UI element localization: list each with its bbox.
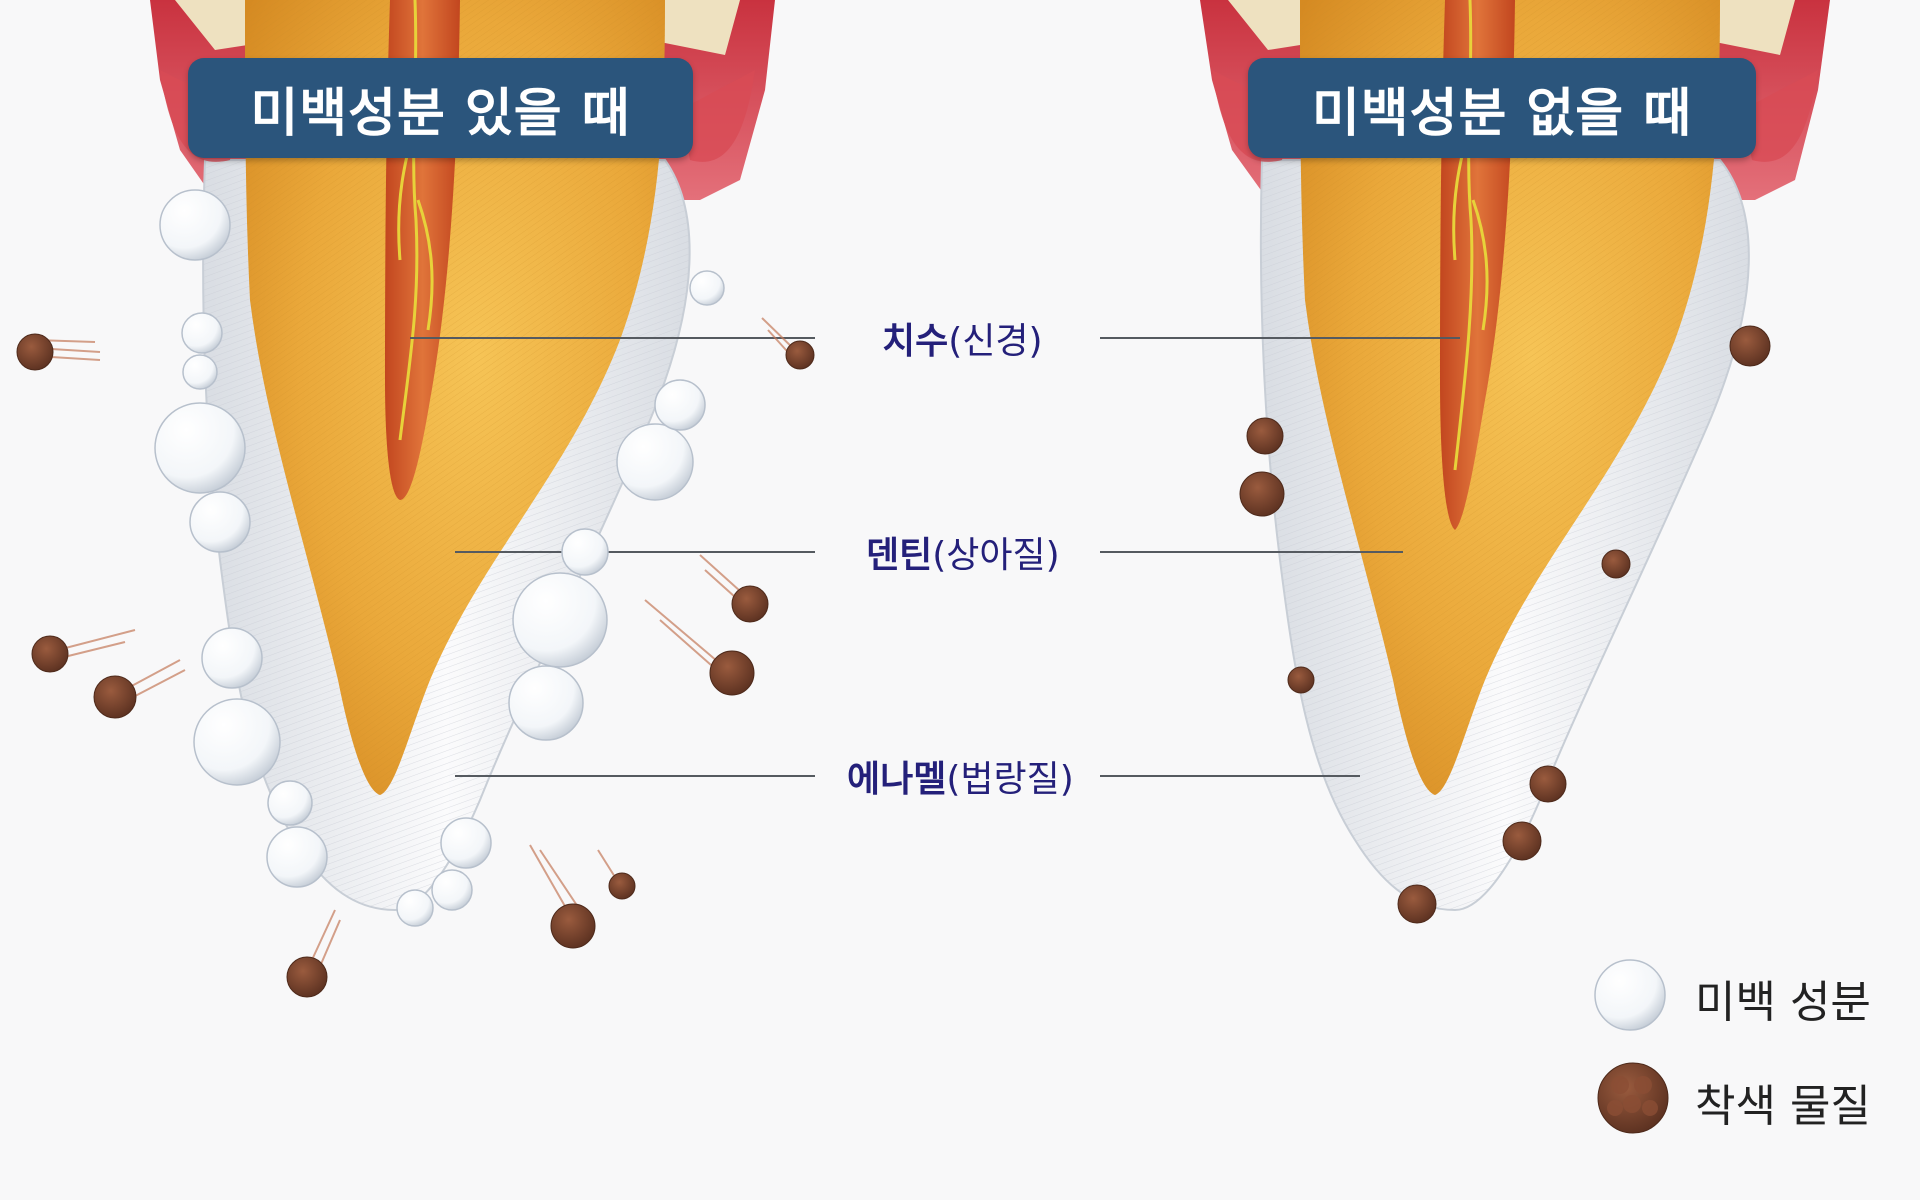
label-enamel: 에나멜(법랑질)	[847, 751, 1074, 801]
stain-particle	[93, 675, 137, 719]
stain-particle	[709, 650, 755, 696]
stain-particle	[550, 903, 596, 949]
bubble	[512, 572, 608, 668]
leader-lines	[410, 337, 1460, 777]
bubble	[561, 528, 609, 576]
stain-particle	[731, 585, 769, 623]
stain-particle	[1502, 821, 1542, 861]
whitening-bubbles	[154, 189, 725, 927]
stain-particle	[1239, 471, 1285, 517]
label-dentin-main: 덴틴	[866, 535, 933, 576]
bubble	[189, 491, 251, 553]
legend-whitening-label: 미백 성분	[1695, 977, 1871, 1028]
stain-particle	[1246, 417, 1284, 455]
label-pulp-main: 치수	[882, 321, 949, 362]
title-without-whitening: 미백성분 없을 때	[1248, 58, 1756, 158]
label-enamel-paren: (법랑질)	[946, 759, 1074, 800]
stain-particle	[608, 872, 636, 900]
label-dentin: 덴틴(상아질)	[866, 527, 1060, 577]
label-pulp: 치수(신경)	[882, 313, 1043, 363]
bubble	[267, 780, 313, 826]
stain-particles-right	[1239, 325, 1771, 924]
legend-bubble-icon	[1594, 959, 1666, 1031]
right-bone	[1228, 0, 1795, 55]
stain-particle	[1529, 765, 1567, 803]
bubble	[396, 889, 434, 927]
stain-particles-left	[16, 333, 815, 998]
bubble	[181, 312, 223, 354]
title-with-whitening: 미백성분 있을 때	[188, 58, 693, 158]
bubble	[266, 826, 328, 888]
bubble	[201, 627, 263, 689]
label-dentin-paren: (상아질)	[932, 535, 1060, 576]
bubble	[182, 354, 218, 390]
bubble	[689, 270, 725, 306]
stain-particle	[16, 333, 54, 371]
stain-particle	[1397, 884, 1437, 924]
stain-particle	[1729, 325, 1771, 367]
stain-particle	[1287, 666, 1315, 694]
bubble	[431, 869, 473, 911]
bubble	[440, 817, 492, 869]
stain-particle	[785, 340, 815, 370]
legend-stain-icon	[1597, 1062, 1669, 1134]
stain-particle	[31, 635, 69, 673]
label-pulp-paren: (신경)	[948, 321, 1043, 362]
bubble	[616, 423, 694, 501]
bubble	[654, 379, 706, 431]
stain-particle	[286, 956, 328, 998]
stain-particle	[1601, 549, 1631, 579]
bubble	[193, 698, 281, 786]
bubble	[159, 189, 231, 261]
left-bone	[175, 0, 740, 55]
bubble	[508, 665, 584, 741]
label-enamel-main: 에나멜	[847, 759, 947, 800]
bubble	[154, 402, 246, 494]
legend-stain-label: 착색 물질	[1695, 1081, 1871, 1132]
